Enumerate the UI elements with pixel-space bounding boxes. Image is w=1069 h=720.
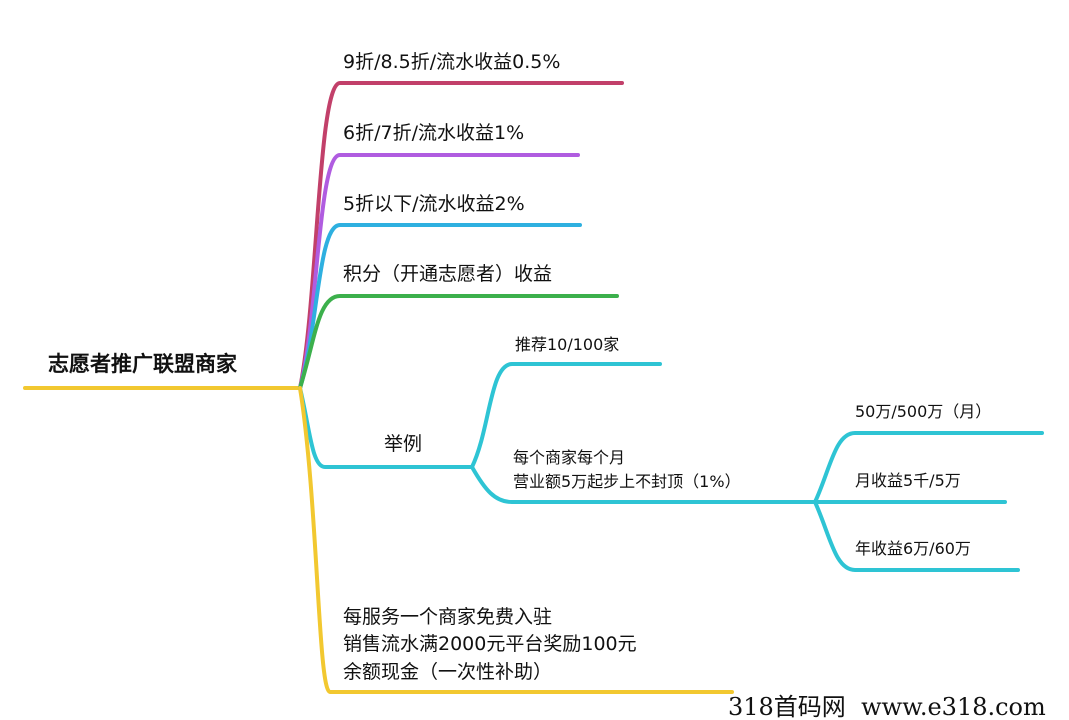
- branch-line-recommend: [470, 362, 662, 469]
- node-discount-6: 6折/7折/流水收益1%: [343, 122, 525, 144]
- node-service-line-3: 余额现金（一次性补助）: [343, 661, 553, 683]
- watermark: 318首码网 www.e318.com: [728, 693, 1046, 720]
- branch-line-example: [298, 386, 474, 469]
- node-monthly-line-1: 每个商家每个月: [513, 448, 626, 467]
- node-discount-5: 5折以下/流水收益2%: [343, 193, 525, 215]
- branch-line-service: [298, 386, 734, 694]
- branch-line-year-income: [813, 500, 1020, 572]
- branch-line-4: [298, 294, 619, 390]
- node-example: 举例: [384, 433, 423, 455]
- node-points: 积分（开通志愿者）收益: [343, 263, 553, 285]
- node-monthly-line-2: 营业额5万起步上不封顶（1%）: [513, 472, 741, 491]
- node-service-line-2: 销售流水满2000元平台奖励100元: [343, 633, 637, 655]
- node-turnover: 50万/500万（月）: [855, 402, 992, 421]
- node-discount-9: 9折/8.5折/流水收益0.5%: [343, 51, 561, 73]
- root-node: 志愿者推广联盟商家: [48, 352, 237, 376]
- branch-line-monthly: [470, 465, 817, 504]
- branch-line-50w: [813, 431, 1044, 504]
- node-service-line-1: 每服务一个商家免费入驻: [343, 606, 553, 628]
- node-recommend: 推荐10/100家: [515, 335, 620, 354]
- node-year-income: 年收益6万/60万: [855, 539, 971, 558]
- node-month-income: 月收益5千/5万: [855, 471, 961, 490]
